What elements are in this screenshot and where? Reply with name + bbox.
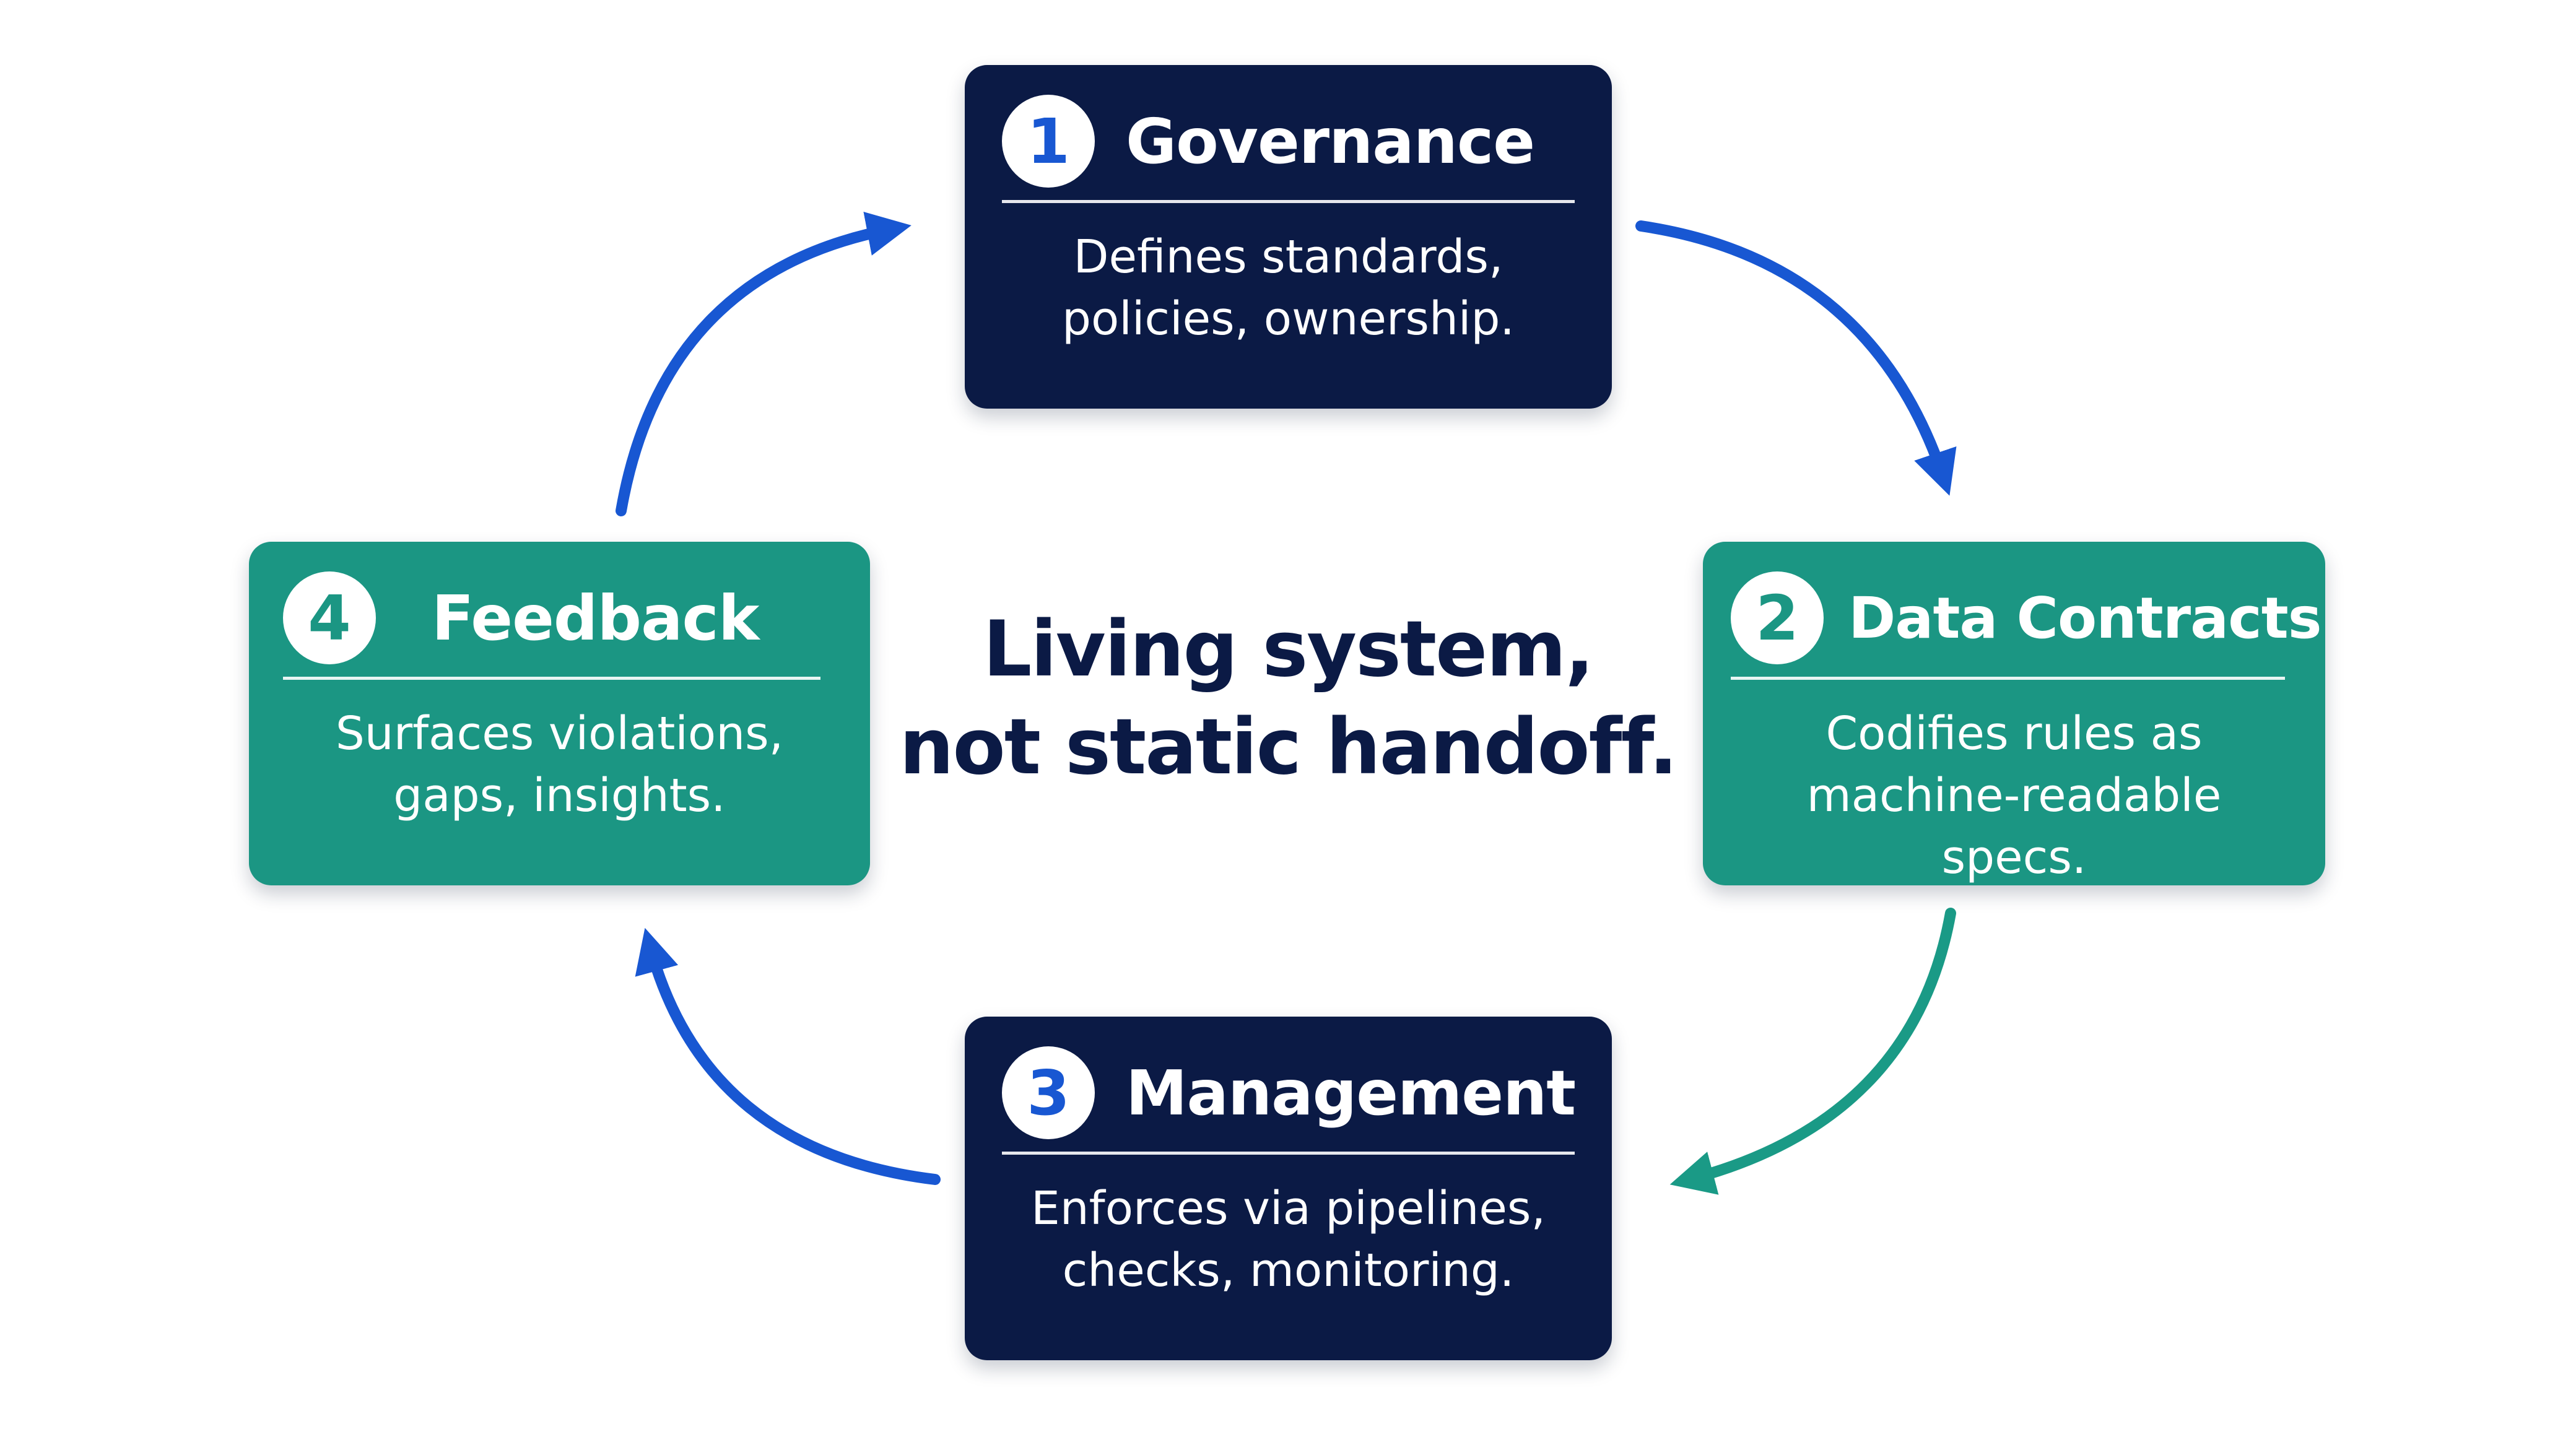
arrow-management-to-feedback (635, 927, 941, 1185)
step-description-line: Enforces via pipelines, (1031, 1182, 1546, 1235)
step-title: Data Contracts (1848, 584, 2321, 651)
step-card-header: 2 Data Contracts (1731, 571, 2321, 680)
step-description-line: gaps, insights. (393, 769, 726, 822)
step-description-line: Defines standards, (1073, 230, 1503, 284)
step-description-line: Surfaces violations, (335, 707, 784, 760)
arrow-contracts-to-management (1669, 908, 1956, 1195)
step-description: Enforces via pipelines, checks, monitori… (990, 1178, 1587, 1301)
step-card-feedback: 4 Feedback Surfaces violations, gaps, in… (249, 542, 870, 885)
step-card-management: 3 Management Enforces via pipelines, che… (965, 1017, 1612, 1360)
step-title: Governance (1126, 105, 1535, 178)
arrow-governance-to-contracts (1635, 220, 1957, 496)
step-title: Feedback (432, 581, 759, 654)
step-description-line: policies, ownership. (1062, 292, 1515, 345)
step-card-header: 1 Governance (1002, 95, 1575, 203)
step-description-line: checks, monitoring. (1062, 1244, 1515, 1297)
center-caption-line: not static handoff. (899, 703, 1678, 792)
step-number-badge: 2 (1731, 571, 1824, 664)
center-caption: Living system, not static handoff. (898, 601, 1678, 796)
step-card-header: 3 Management (1002, 1046, 1576, 1155)
step-card-governance: 1 Governance Defines standards, policies… (965, 65, 1612, 409)
step-number-badge: 4 (283, 571, 376, 664)
step-number-badge: 3 (1002, 1046, 1095, 1139)
step-description-line: Codifies rules as (1825, 707, 2203, 760)
step-number-badge: 1 (1002, 95, 1095, 188)
step-description-line: machine-readable specs. (1806, 769, 2222, 884)
step-card-header: 4 Feedback (283, 571, 820, 680)
step-description: Defines standards, policies, ownership. (990, 226, 1587, 350)
center-caption-line: Living system, (983, 605, 1594, 694)
step-description: Codifies rules as machine-readable specs… (1728, 703, 2300, 888)
step-description: Surfaces violations, gaps, insights. (274, 703, 845, 827)
arrow-feedback-to-governance (616, 212, 912, 516)
step-title: Management (1126, 1056, 1576, 1129)
step-card-data-contracts: 2 Data Contracts Codifies rules as machi… (1703, 542, 2325, 885)
